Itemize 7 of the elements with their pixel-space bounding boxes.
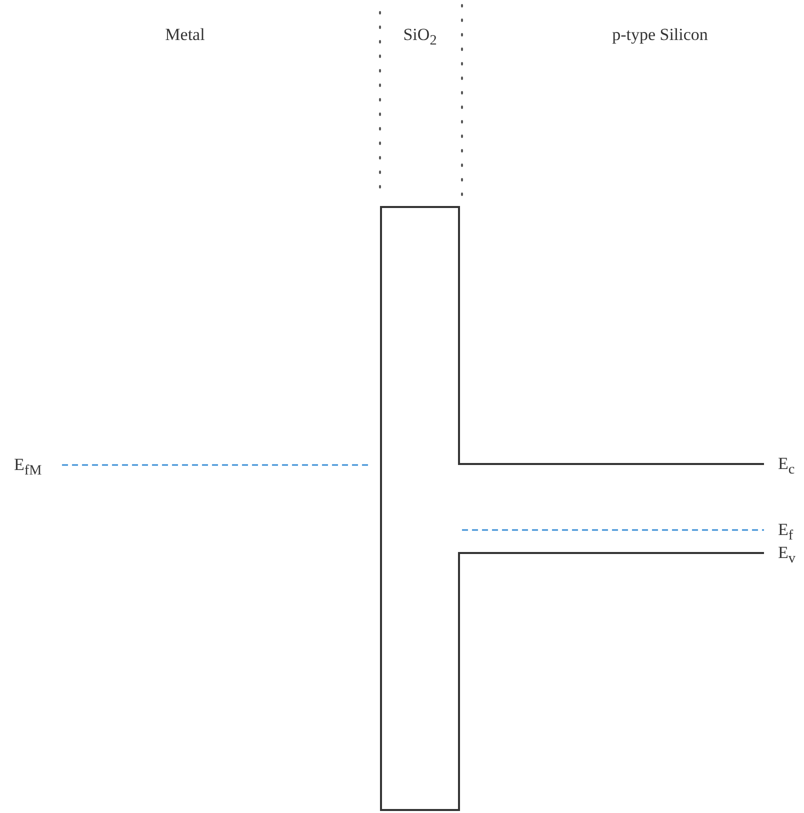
energy-level-label: E$_{fM}$: [14, 455, 42, 480]
energy-level-label: E$_{f}$: [778, 520, 794, 546]
region-label: Metal: [165, 25, 205, 45]
region-label: SiO$_{2}$: [403, 25, 437, 50]
energy-level-label: E$_{v}$: [778, 543, 796, 568]
energy-level-label: E$_{c}$: [778, 454, 795, 480]
region-label: p-type Silicon: [612, 25, 708, 45]
